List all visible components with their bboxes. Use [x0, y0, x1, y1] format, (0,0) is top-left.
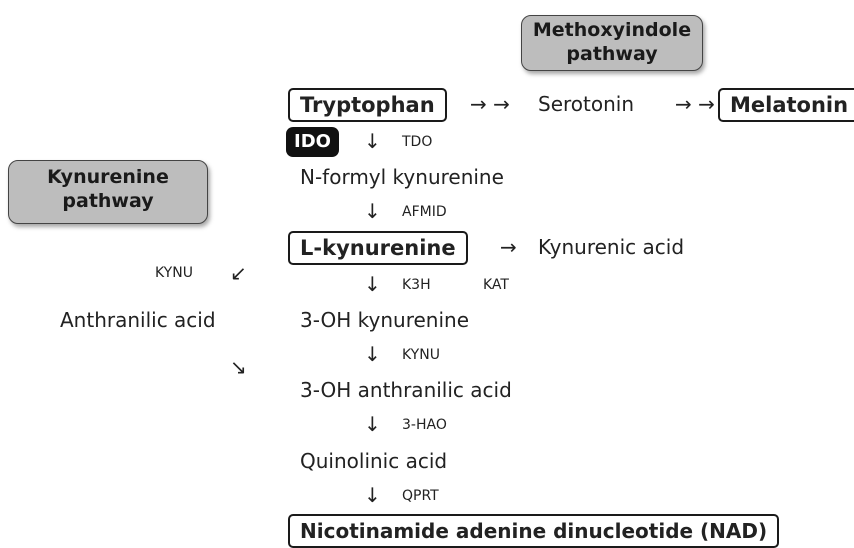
tryptophan-box: Tryptophan [288, 88, 447, 122]
arrow-diag-out: ↘ [230, 355, 247, 379]
arrow-diag-in: ↙ [230, 261, 247, 285]
arrow-right-melatonin: → → [675, 92, 715, 116]
methoxyindole-pathway-box: Methoxyindole pathway [521, 15, 703, 71]
3-oh-kynurenine: 3-OH kynurenine [300, 308, 469, 332]
kynu-label: KYNU [402, 347, 440, 363]
kynurenine-label: Kynurenine [47, 166, 169, 188]
kat-label: KAT [483, 277, 509, 293]
3-oh-anthranilic-acid: 3-OH anthranilic acid [300, 378, 512, 402]
n-formyl-kynurenine: N-formyl kynurenine [300, 165, 504, 189]
kynurenic-acid-label: Kynurenic acid [538, 235, 685, 259]
qprt-label: QPRT [402, 488, 439, 504]
arrow-down-k3h: ↓ [364, 272, 381, 296]
k3h-label: K3H [402, 277, 431, 293]
kynurenine-pathway-box: Kynurenine pathway [8, 160, 208, 224]
kynu-left-label: KYNU [155, 265, 193, 281]
arrow-down-ido: ↓ [364, 129, 381, 153]
arrow-right-kynurenic: → [500, 235, 517, 259]
tdo-label: TDO [402, 134, 433, 150]
arrow-down-kynu: ↓ [364, 342, 381, 366]
kynurenine-label-2: pathway [62, 190, 154, 212]
l-kynurenine-box: L-kynurenine [288, 231, 468, 265]
arrow-down-afmid: ↓ [364, 199, 381, 223]
ido-badge: IDO [286, 127, 339, 157]
methoxyindole-label: Methoxyindole [532, 19, 692, 41]
arrow-down-qprt: ↓ [364, 483, 381, 507]
anthranilic-acid-label: Anthranilic acid [60, 308, 216, 332]
arrow-right-serotonin: → → [470, 92, 510, 116]
arrow-down-3hao: ↓ [364, 412, 381, 436]
3-hao-label: 3-HAO [402, 417, 447, 433]
quinolinic-acid: Quinolinic acid [300, 449, 448, 473]
methoxyindole-label-2: pathway [566, 43, 658, 65]
melatonin-box: Melatonin [718, 88, 854, 122]
nad-box: Nicotinamide adenine dinucleotide (NAD) [288, 514, 780, 548]
afmid-label: AFMID [402, 204, 447, 220]
serotonin-label: Serotonin [538, 92, 635, 116]
